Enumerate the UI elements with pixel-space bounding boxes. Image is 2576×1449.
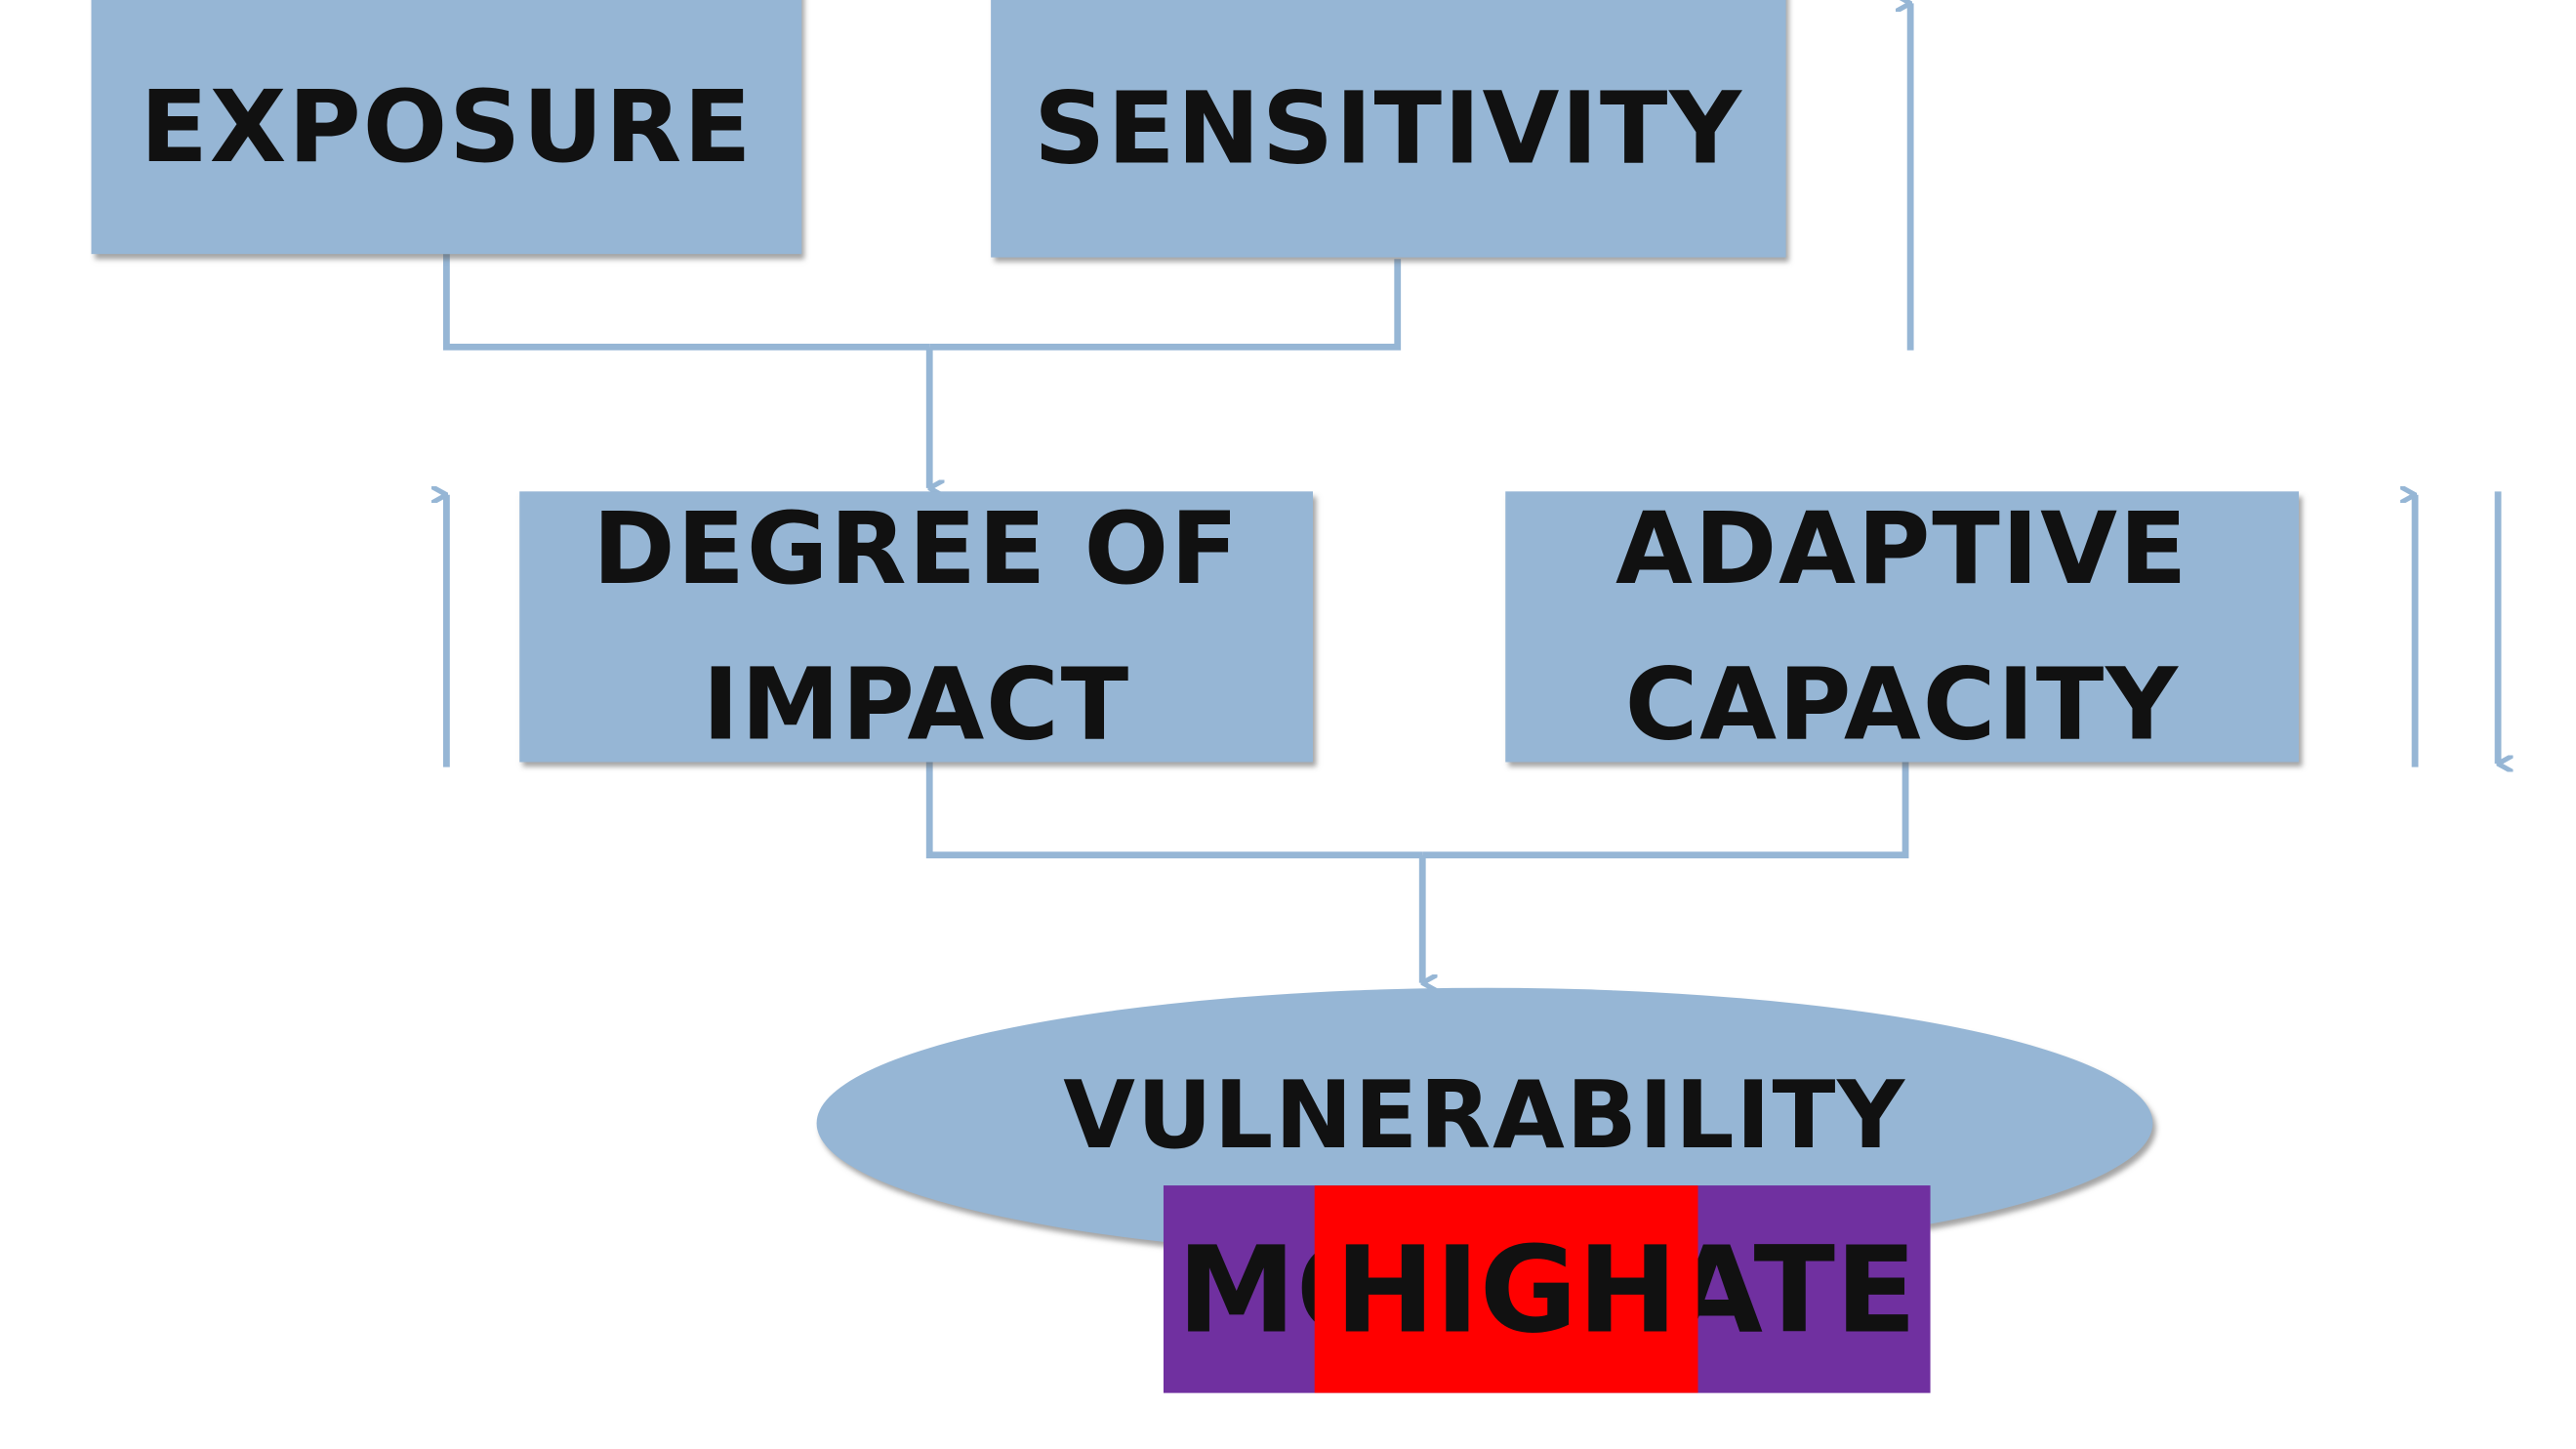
node-impact-label-line2: IMPACT (702, 646, 1130, 764)
connector-adaptive (1422, 762, 1909, 859)
node-exposure: EXPOSURE (91, 0, 802, 255)
connector-exposure (443, 254, 930, 351)
node-impact-label-line1: DEGREE OF (592, 490, 1241, 607)
node-sensitivity: SENSITIVITY (991, 0, 1786, 258)
node-exposure-label: EXPOSURE (140, 68, 754, 186)
node-sensitivity-label: SENSITIVITY (1034, 70, 1743, 187)
connector-sensitivity (929, 259, 1402, 351)
node-adaptive-label-line2: CAPACITY (1624, 646, 2180, 764)
node-adaptive-label-line1: ADAPTIVE (1615, 490, 2189, 607)
rating-high-label: HIGH (1314, 1185, 1698, 1393)
node-vulnerability-label: VULNERABILITY (1063, 1062, 1906, 1171)
node-adaptive-capacity: ADAPTIVE CAPACITY (1505, 490, 2300, 763)
connector-impact (925, 762, 1423, 859)
node-degree-of-impact: DEGREE OF IMPACT (519, 490, 1314, 763)
vulnerability-rating-badge: MODERATE HIGH (1163, 1185, 1931, 1393)
